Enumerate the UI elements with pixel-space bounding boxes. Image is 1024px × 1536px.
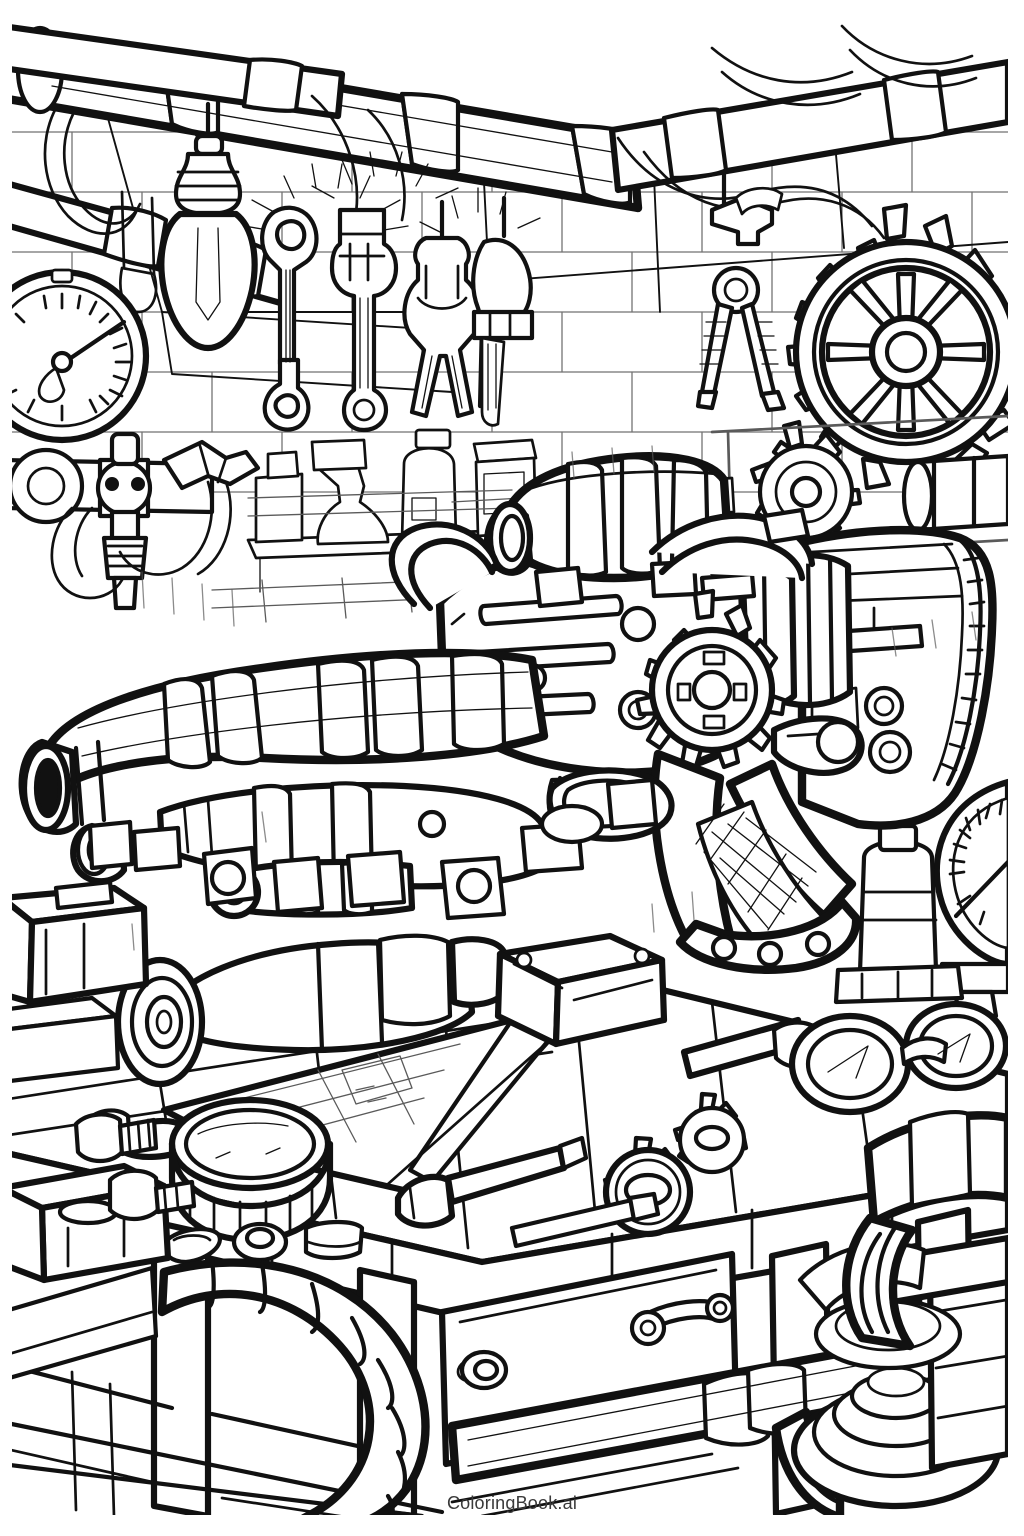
screwdriver bbox=[394, 1135, 589, 1229]
line-art-canvas bbox=[12, 24, 1008, 1515]
barrel-shading bbox=[77, 671, 533, 757]
calipers bbox=[695, 171, 787, 413]
bottle-flask bbox=[310, 438, 390, 546]
corrugated-hose bbox=[157, 1257, 430, 1515]
pistol-grip bbox=[650, 749, 861, 974]
open-end-wrench bbox=[260, 205, 319, 432]
pressure-gauge-left bbox=[12, 268, 150, 444]
small-crate bbox=[494, 932, 668, 1048]
hose-rings bbox=[207, 1257, 407, 1515]
rolled-telescope bbox=[114, 933, 510, 1088]
chisel bbox=[509, 1191, 661, 1249]
drive-gear-lugs bbox=[676, 650, 748, 730]
stock-rivets bbox=[940, 556, 986, 772]
canister-round bbox=[400, 428, 458, 542]
texture-marks bbox=[131, 445, 977, 951]
pressure-gauge-right bbox=[933, 778, 1008, 1019]
light-bulb bbox=[158, 101, 258, 352]
washers bbox=[161, 1219, 365, 1265]
blaster-rifle bbox=[18, 452, 997, 974]
bolts bbox=[73, 1112, 197, 1222]
keyhole bbox=[456, 1349, 509, 1391]
scope-eyepiece bbox=[484, 500, 534, 576]
secondary-barrel-detail bbox=[182, 798, 447, 858]
coiled-tubing bbox=[790, 1366, 1002, 1510]
goggles bbox=[680, 1000, 1008, 1116]
gauge-ticks bbox=[12, 292, 132, 422]
machine-block-left bbox=[12, 879, 150, 1083]
pipe-wrench bbox=[471, 195, 535, 427]
artwork-frame bbox=[12, 12, 1008, 1515]
pipe-bracket-right bbox=[901, 453, 1008, 533]
lower-fittings bbox=[439, 777, 659, 921]
muzzle bbox=[18, 738, 107, 835]
foreground-plumbing bbox=[12, 1110, 1008, 1515]
gauge-stem bbox=[50, 268, 74, 284]
gear-spokes bbox=[825, 271, 987, 433]
gauge-right-ticks bbox=[948, 798, 1004, 926]
large-spoked-gear bbox=[785, 202, 1008, 497]
bench-shelf bbox=[12, 1265, 159, 1380]
valve-assembly bbox=[12, 431, 261, 611]
barrel-rings bbox=[161, 652, 507, 770]
pliers bbox=[402, 199, 482, 419]
hanging-tools bbox=[158, 101, 787, 433]
grip-checkering bbox=[695, 803, 817, 931]
pipe-collars-right bbox=[661, 69, 949, 181]
floor-boards bbox=[12, 1370, 740, 1515]
receiver-bolt bbox=[619, 605, 657, 643]
bench-clutter bbox=[12, 879, 1008, 1284]
rifle-hoses bbox=[388, 507, 816, 612]
front-lugs bbox=[87, 819, 407, 915]
pipe-collar-ul bbox=[241, 57, 305, 113]
bottle-square bbox=[254, 450, 304, 544]
right-side-pipe bbox=[842, 1110, 1008, 1351]
watermark: ColoringBook.ai bbox=[446, 1493, 578, 1513]
machine-block-left-2 bbox=[12, 1162, 172, 1284]
drive-gear bbox=[634, 588, 787, 770]
gauge-right-needle bbox=[953, 859, 1008, 919]
adjustable-wrench bbox=[329, 207, 399, 433]
canisters bbox=[833, 823, 965, 1005]
